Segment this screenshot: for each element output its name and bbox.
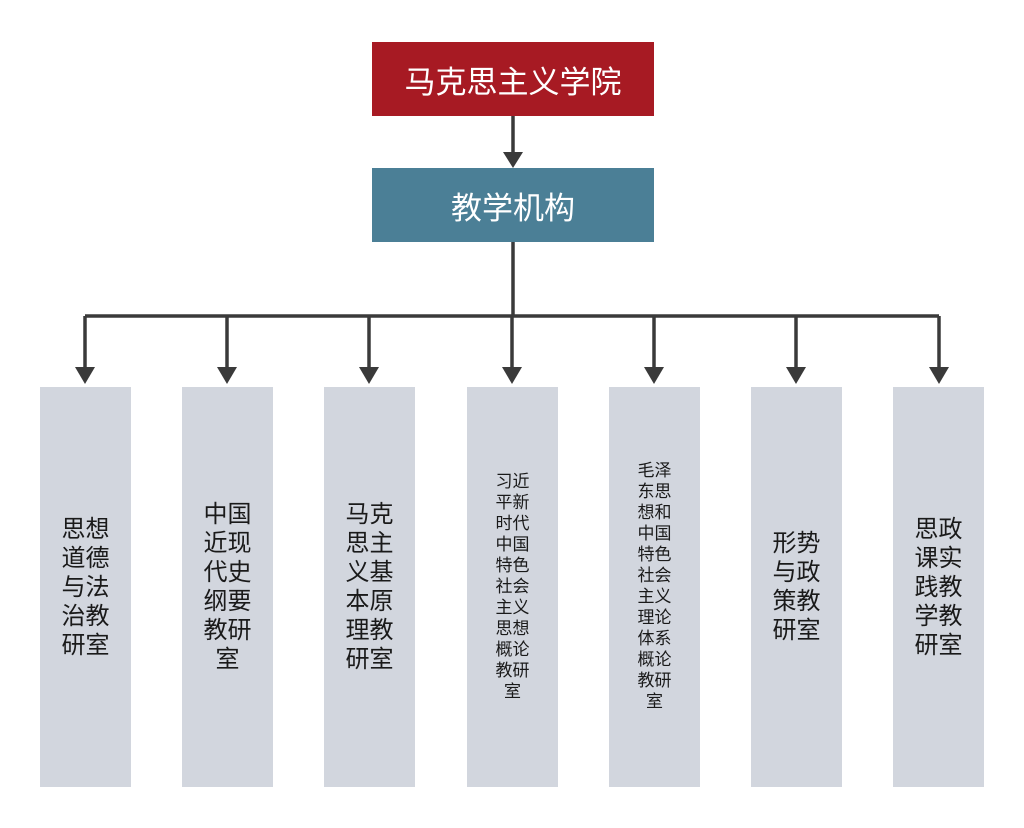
root-node-box: 马克思主义学院: [372, 42, 654, 116]
department-box-3: 马克思主义基本原理教研室: [324, 387, 415, 787]
department-box-6: 形势与政策教研室: [751, 387, 842, 787]
department-box-1: 思想道德与法治教研室: [40, 387, 131, 787]
drop-arrowhead-3: [359, 367, 379, 384]
department-label: 形势与政策教研室: [772, 529, 821, 644]
teaching-institutions-label: 教学机构: [451, 190, 575, 227]
department-label: 思想道德与法治教研室: [61, 514, 110, 659]
department-label: 马克思主义基本原理教研室: [345, 500, 394, 673]
department-box-2: 中国近现代史纲要教研室: [182, 387, 273, 787]
drop-arrowhead-7: [929, 367, 949, 384]
drop-arrowhead-4: [502, 367, 522, 384]
arrowhead-root-to-level2: [503, 152, 523, 168]
drop-arrowhead-6: [786, 367, 806, 384]
department-label: 毛泽东思想和中国特色社会主义理论体系概论教研室: [637, 461, 672, 712]
root-node-label: 马克思主义学院: [404, 64, 622, 101]
department-label: 中国近现代史纲要教研室: [203, 500, 252, 673]
department-label: 思政课实践教学教研室: [914, 514, 963, 659]
department-arrows: [75, 316, 949, 384]
department-box-4: 习近平新时代中国特色社会主义思想概论教研室: [467, 387, 558, 787]
teaching-institutions-box: 教学机构: [372, 168, 654, 242]
department-label: 习近平新时代中国特色社会主义思想概论教研室: [495, 471, 530, 702]
drop-arrowhead-1: [75, 367, 95, 384]
department-box-7: 思政课实践教学教研室: [893, 387, 984, 787]
drop-arrowhead-5: [644, 367, 664, 384]
department-box-5: 毛泽东思想和中国特色社会主义理论体系概论教研室: [609, 387, 700, 787]
drop-arrowhead-2: [217, 367, 237, 384]
